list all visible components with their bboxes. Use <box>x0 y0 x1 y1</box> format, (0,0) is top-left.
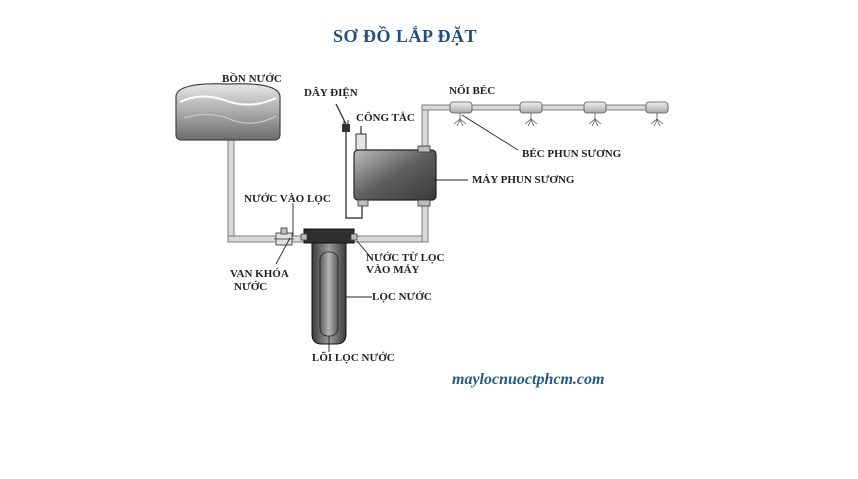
shutoff-valve-label-line1: VAN KHÓA <box>230 268 289 280</box>
filter-outlet-pipe <box>353 235 429 243</box>
page-title: SƠ ĐỒ LẮP ĐẶT <box>332 26 478 46</box>
water-in-filter-label: NƯỚC VÀO LỌC <box>244 193 331 205</box>
nozzle-3 <box>583 101 607 127</box>
switch-label: CÔNG TẮC <box>356 112 415 124</box>
mist-nozzles <box>449 101 669 127</box>
tank-label: BỒN NƯỚC <box>222 73 282 85</box>
nozzle-1 <box>449 101 473 127</box>
water-tank <box>175 83 281 141</box>
nozzle-joint-label: NỐI BÉC <box>449 85 496 97</box>
filter-to-machine-label-line2: VÀO MÁY <box>366 264 420 276</box>
mist-machine <box>353 145 437 207</box>
water-filter-label: LỌC NƯỚC <box>372 291 432 303</box>
switch <box>355 126 367 153</box>
nozzle-2 <box>519 101 543 127</box>
water-filter <box>300 228 358 345</box>
nozzle-riser-pipe <box>421 107 429 151</box>
filter-to-machine-label-line1: NƯỚC TỪ LỌC <box>366 252 445 264</box>
mist-machine-label: MÁY PHUN SƯƠNG <box>472 174 575 186</box>
plug-icon <box>342 120 350 132</box>
inlet-pipe <box>227 235 311 243</box>
power-cord-label: DÂY ĐIỆN <box>304 87 358 99</box>
website-link[interactable]: maylocnuoctphcm.com <box>452 371 605 388</box>
leader-lines <box>275 114 519 352</box>
shutoff-valve <box>274 227 294 246</box>
filter-core <box>319 251 339 337</box>
tank-outlet-pipe <box>227 137 235 243</box>
shutoff-valve-label-line2: NƯỚC <box>234 281 268 293</box>
mist-nozzle-label: BÉC PHUN SƯƠNG <box>522 148 622 160</box>
nozzle-4 <box>645 101 669 127</box>
filter-core-label: LÕI LỌC NƯỚC <box>312 352 395 364</box>
pipes <box>227 104 669 243</box>
